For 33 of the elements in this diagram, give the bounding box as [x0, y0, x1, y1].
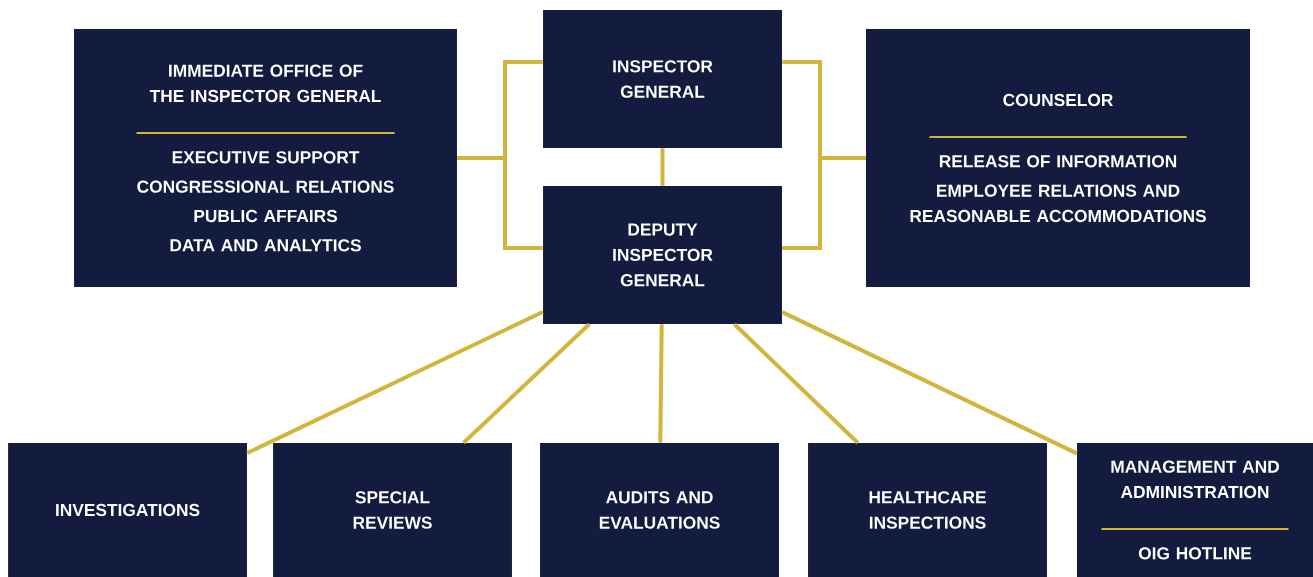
connector-line	[658, 324, 664, 443]
unit-box	[540, 443, 779, 577]
connector-line	[781, 310, 1078, 456]
unit-box	[543, 10, 782, 148]
unit-box	[543, 186, 782, 324]
unit-item: EXECUTIVE SUPPORT	[172, 151, 360, 164]
unit-title: SPECIAL REVIEWS	[353, 491, 432, 529]
connector-line	[733, 322, 860, 445]
connector-line	[660, 148, 665, 186]
unit-item: PUBLIC AFFAIRS	[194, 209, 338, 223]
unit-item: OIG HOTLINE	[1138, 547, 1252, 560]
unit-item: DATA AND ANALYTICS	[170, 239, 361, 252]
unit-box	[866, 29, 1250, 287]
unit-title: IMMEDIATE OFFICE OF THE INSPECTOR GENERAL	[149, 64, 381, 103]
unit-item: EMPLOYEE RELATIONS AND REASONABLE ACCOMMODATIONS	[910, 184, 1206, 223]
unit-title: INSPECTOR GENERAL	[613, 60, 713, 98]
connector-line	[457, 156, 543, 250]
unit-box	[1077, 443, 1313, 577]
unit-title: COUNSELOR	[1003, 93, 1114, 107]
unit-box	[74, 29, 457, 287]
unit-title: HEALTHCARE INSPECTIONS	[869, 491, 986, 529]
unit-box	[8, 443, 247, 577]
unit-item: CONGRESSIONAL RELATIONS	[137, 180, 394, 193]
connector-line	[246, 310, 544, 455]
unit-title: INVESTIGATIONS	[56, 503, 200, 517]
unit-box	[808, 443, 1047, 577]
unit-title: MANAGEMENT AND ADMINISTRATION	[1111, 460, 1279, 499]
unit-title: DEPUTY INSPECTOR GENERAL	[613, 223, 713, 287]
connector-line	[782, 156, 866, 250]
unit-item: RELEASE OF INFORMATION	[939, 155, 1177, 168]
unit-box	[273, 443, 512, 577]
unit-title: AUDITS AND EVALUATIONS	[599, 491, 720, 529]
connector-line	[462, 322, 591, 445]
